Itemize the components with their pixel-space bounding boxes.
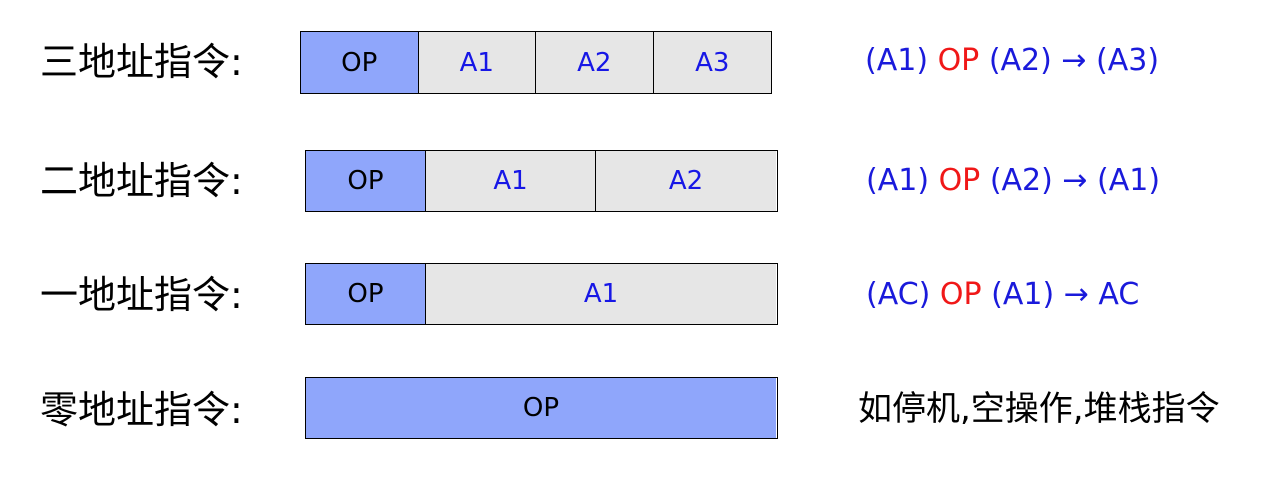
row-label-three-address: 三地址指令: (40, 40, 243, 84)
field-a1: A1 (426, 264, 776, 324)
row-label-zero-address: 零地址指令: (40, 388, 243, 432)
formula-operand-right: (A1) → AC (981, 277, 1140, 312)
row-label-two-address: 二地址指令: (40, 159, 243, 203)
field-a1: A1 (418, 32, 536, 93)
formula-three-address: (A1) OP (A2) → (A3) (865, 46, 1159, 76)
instruction-format-two-address: OP A1 A2 (305, 150, 778, 212)
formula-operator: OP (939, 277, 982, 312)
field-op: OP (306, 378, 776, 438)
field-op: OP (306, 151, 426, 211)
field-a2: A2 (596, 151, 776, 211)
instruction-format-zero-address: OP (305, 377, 778, 439)
row-label-one-address: 一地址指令: (40, 273, 243, 317)
formula-one-address: (AC) OP (A1) → AC (866, 280, 1139, 310)
formula-operand-right: (A2) → (A1) (980, 163, 1161, 198)
field-op: OP (301, 32, 419, 93)
field-a2: A2 (536, 32, 654, 93)
field-op: OP (306, 264, 426, 324)
zero-address-examples: 如停机,空操作,堆栈指令 (858, 389, 1220, 429)
formula-operator: OP (937, 43, 980, 78)
formula-operator: OP (938, 163, 981, 198)
formula-operand-left: (A1) (865, 43, 938, 78)
formula-operand-left: (AC) (866, 277, 940, 312)
field-a1: A1 (426, 151, 596, 211)
field-a3: A3 (653, 32, 771, 93)
instruction-format-three-address: OP A1 A2 A3 (300, 31, 772, 94)
instruction-format-one-address: OP A1 (305, 263, 778, 325)
formula-two-address: (A1) OP (A2) → (A1) (866, 166, 1160, 196)
formula-operand-left: (A1) (866, 163, 939, 198)
formula-operand-right: (A2) → (A3) (979, 43, 1160, 78)
